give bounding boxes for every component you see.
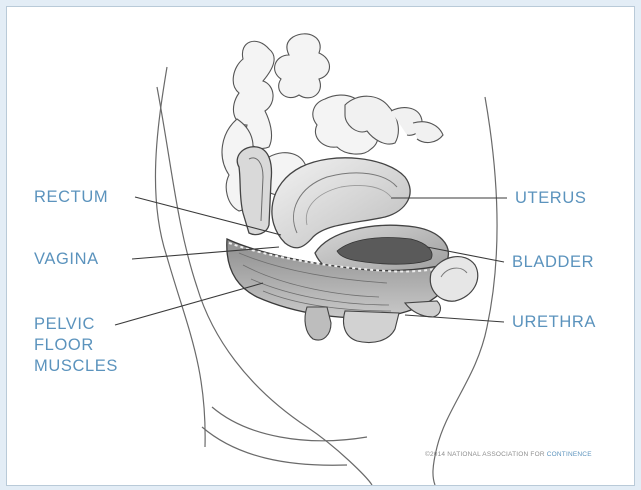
label-urethra: URETHRA — [512, 312, 596, 333]
label-uterus: UTERUS — [515, 188, 586, 209]
label-pelvic-floor-muscles: PELVIC FLOOR MUSCLES — [34, 314, 118, 377]
label-rectum: RECTUM — [34, 187, 108, 208]
credit-accent: CONTINENCE — [547, 451, 592, 458]
copyright-credit: ©2014 NATIONAL ASSOCIATION FOR CONTINENC… — [425, 451, 592, 458]
rectum-shape — [237, 147, 271, 235]
pelvic-anatomy-illustration — [7, 7, 634, 485]
label-bladder: BLADDER — [512, 252, 594, 273]
label-vagina: VAGINA — [34, 249, 99, 270]
diagram-frame: RECTUM VAGINA PELVIC FLOOR MUSCLES UTERU… — [6, 6, 635, 486]
credit-prefix: ©2014 NATIONAL ASSOCIATION FOR — [425, 451, 547, 458]
leader-line-pelvic-floor — [115, 283, 263, 325]
